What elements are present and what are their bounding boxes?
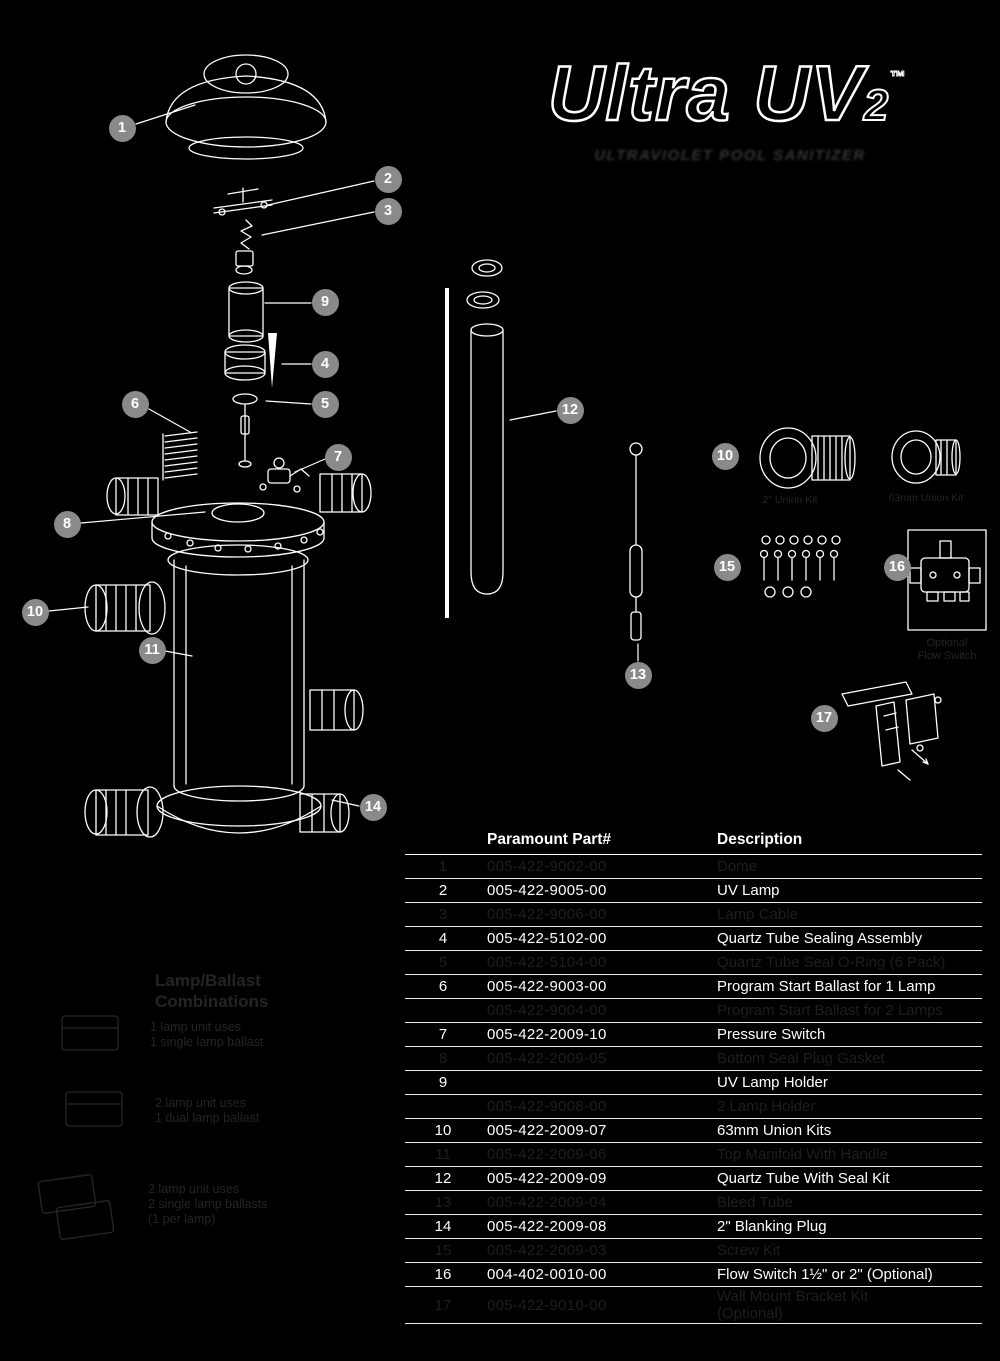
dome-assembly (165, 54, 327, 160)
flow-switch-label-line2: Flow Switch (917, 650, 977, 662)
header-part-number: Paramount Part# (481, 826, 711, 855)
brand-logo: Ultra UV2™ (547, 48, 968, 139)
union-fitting-left (84, 581, 166, 635)
ballast-fins (162, 431, 198, 481)
callout-7: 7 (324, 443, 352, 471)
union-fitting-lower-left (84, 786, 164, 838)
brand-tagline: ULTRAVIOLET POOL SANITIZER (594, 147, 866, 164)
leader-lines (48, 104, 639, 807)
callout-1: 1 (108, 114, 136, 142)
top-manifold-lid (151, 502, 325, 576)
callout-12: 12 (556, 396, 584, 424)
flow-switch-label: Optional Flow Switch (908, 637, 986, 663)
lower-right-ports (299, 689, 364, 833)
callout-14: 14 (359, 793, 387, 821)
callout-11: 11 (138, 636, 166, 664)
vessel-body (156, 559, 322, 834)
callout-10: 10 (711, 442, 739, 470)
callout-9: 9 (311, 288, 339, 316)
callout-16: 16 (883, 553, 911, 581)
callout-15: 15 (713, 553, 741, 581)
seal-oring (232, 393, 258, 405)
callout-6: 6 (121, 390, 149, 418)
lamp-holder (228, 281, 264, 343)
callout-17: 17 (810, 704, 838, 732)
quartz-tube (466, 259, 504, 595)
callout-2: 2 (374, 165, 402, 193)
flow-switch (907, 529, 987, 631)
callout-3: 3 (374, 197, 402, 225)
union-label-a: 2" Union Kit (762, 494, 818, 506)
center-rod (238, 403, 252, 468)
lamp-plug (235, 219, 254, 275)
header-item-number (405, 826, 481, 855)
lamp-terminal (213, 187, 273, 216)
union-kit-right-a (759, 427, 856, 489)
trademark-symbol: ™ (889, 69, 907, 87)
brand-name: Ultra UV (547, 48, 864, 139)
hardware-kit (759, 535, 841, 598)
flow-switch-label-line1: Optional (926, 637, 968, 649)
callout-13: 13 (624, 661, 652, 689)
callout-8: 8 (53, 510, 81, 538)
combo-icons (37, 1015, 123, 1240)
header-description: Description (711, 826, 982, 855)
union-label-b: 63mm Union Kit (888, 492, 964, 504)
union-kit-right-b (891, 430, 961, 484)
mount-bracket (841, 681, 942, 781)
pressure-switch-part (259, 457, 310, 493)
callout-10: 10 (21, 598, 49, 626)
quartz-sleeve-divider (445, 288, 449, 618)
quartz-seal-assembly (224, 344, 266, 381)
callout-4: 4 (311, 350, 339, 378)
upper-side-ports (106, 473, 372, 516)
brand-sup: 2 (863, 80, 890, 131)
callout-5: 5 (311, 390, 339, 418)
parts-table-header-row: Paramount Part# Description (405, 826, 982, 855)
bleed-tube (629, 442, 643, 641)
lamp-glass-highlight (268, 333, 277, 388)
